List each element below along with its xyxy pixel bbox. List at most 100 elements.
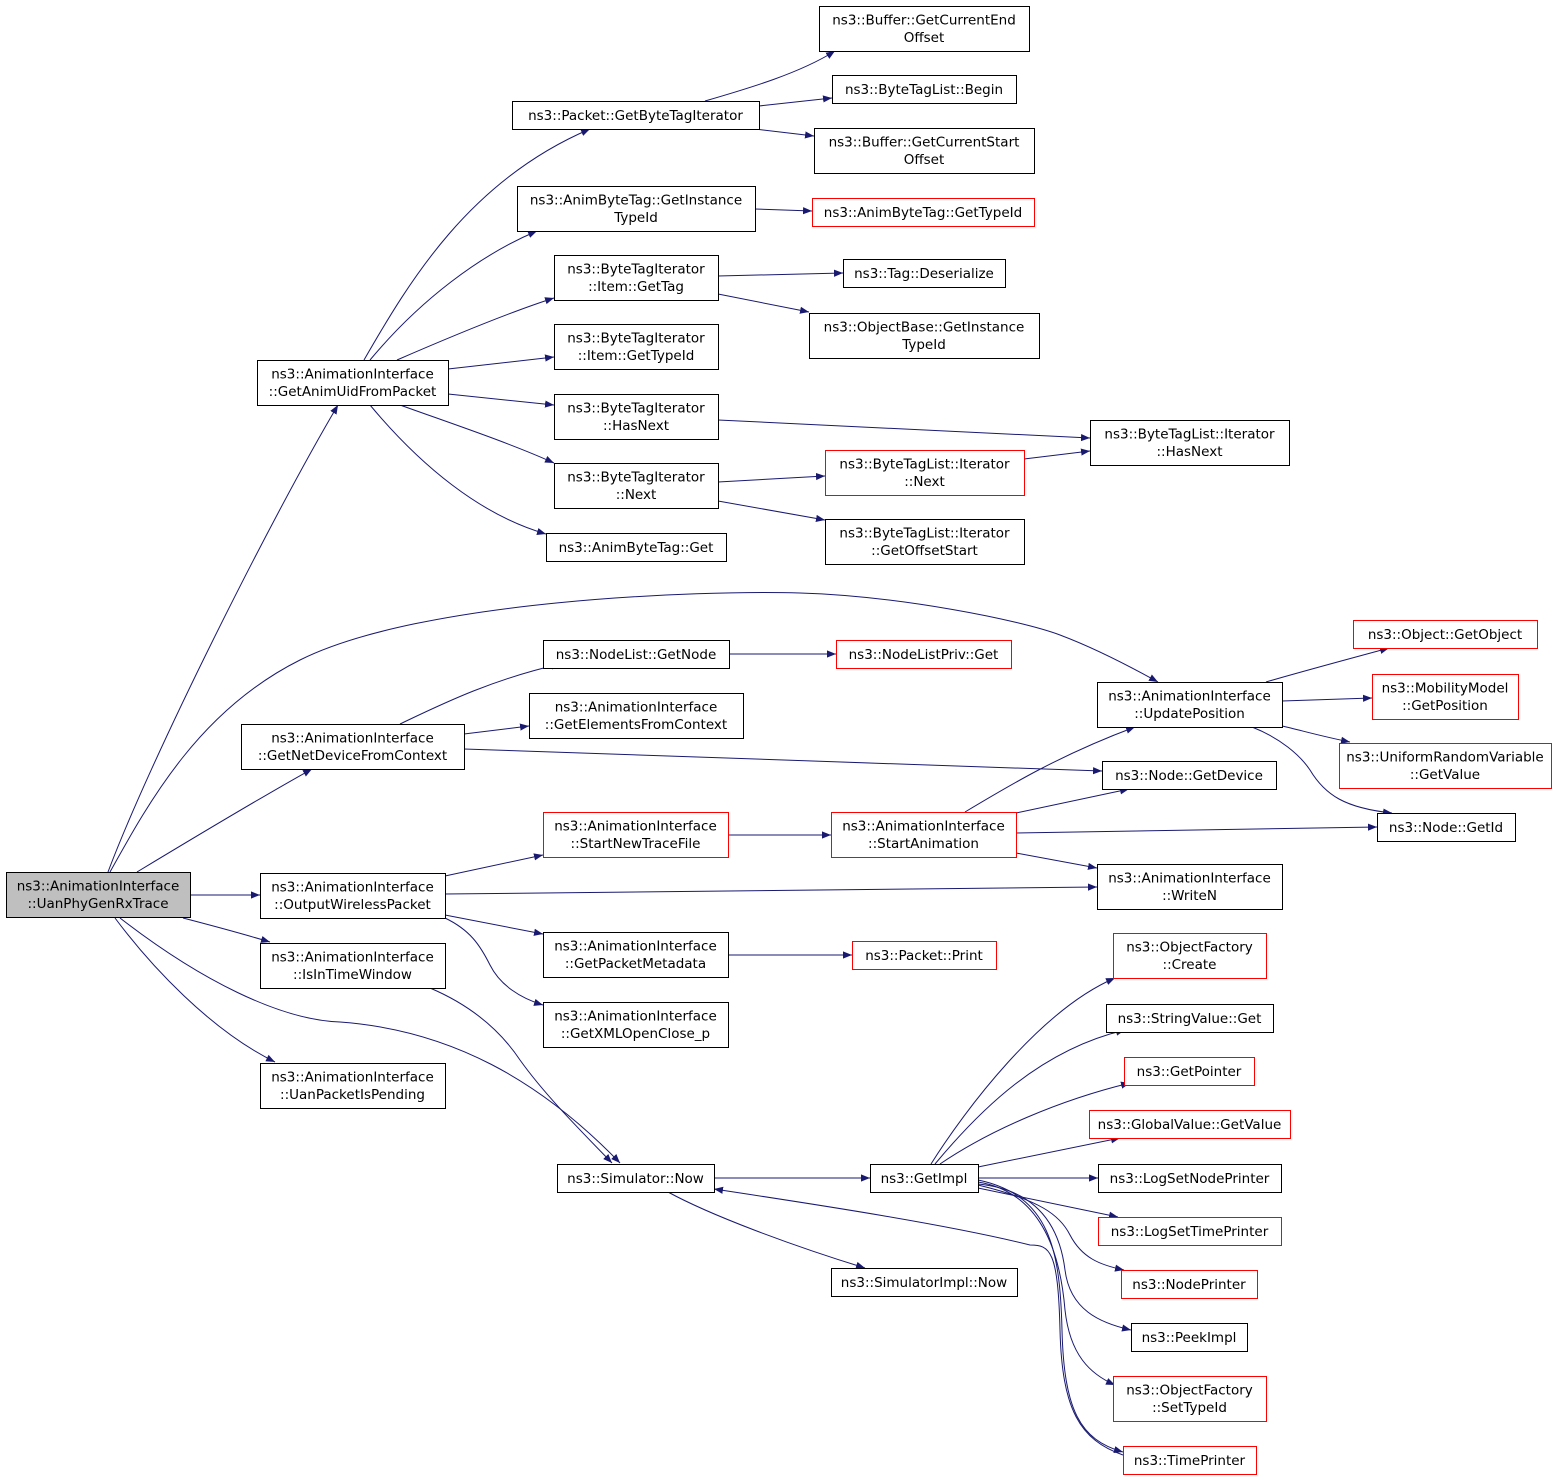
- node-gvGetValue[interactable]: ns3::GlobalValue::GetValue: [1089, 1110, 1291, 1139]
- node-root[interactable]: ns3::AnimationInterface::UanPhyGenRxTrac…: [6, 872, 191, 918]
- node-mmGetPos[interactable]: ns3::MobilityModel::GetPosition: [1372, 674, 1519, 720]
- node-svGet[interactable]: ns3::StringValue::Get: [1106, 1004, 1274, 1033]
- edge-getAnimUid-to-btiHasNext: [447, 393, 555, 408]
- edge-isInTime-to-simNow: [429, 987, 613, 1164]
- node-label-line: ::Item::GetTypeId: [578, 348, 695, 364]
- node-logNodePrinter[interactable]: ns3::LogSetNodePrinter: [1098, 1164, 1282, 1193]
- node-box: [1113, 1376, 1267, 1422]
- node-btliNext[interactable]: ns3::ByteTagList::Iterator::Next: [825, 450, 1025, 496]
- node-box: [831, 1268, 1018, 1297]
- edge-line: [444, 853, 544, 877]
- node-updatePos[interactable]: ns3::AnimationInterface::UpdatePosition: [1097, 682, 1283, 728]
- node-btiGetTypeId[interactable]: ns3::ByteTagIterator::Item::GetTypeId: [554, 324, 719, 370]
- node-btliOffset[interactable]: ns3::ByteTagList::Iterator::GetOffsetSta…: [825, 519, 1025, 565]
- node-btlBegin[interactable]: ns3::ByteTagList::Begin: [832, 75, 1017, 104]
- node-btiGetTag[interactable]: ns3::ByteTagIterator::Item::GetTag: [554, 255, 719, 301]
- node-nlpGet[interactable]: ns3::NodeListPriv::Get: [836, 640, 1012, 669]
- node-btiNext[interactable]: ns3::ByteTagIterator::Next: [554, 463, 719, 509]
- node-isInTime[interactable]: ns3::AnimationInterface::IsInTimeWindow: [260, 943, 446, 989]
- edge-btliNext-to-btliHasNext: [1023, 448, 1091, 460]
- edge-line: [463, 723, 530, 735]
- edge-line: [1281, 694, 1373, 702]
- node-ofSetTypeId[interactable]: ns3::ObjectFactory::SetTypeId: [1113, 1376, 1267, 1422]
- node-label-line: ns3::AnimationInterface: [271, 731, 434, 747]
- node-getPktMeta[interactable]: ns3::AnimationInterface::GetPacketMetada…: [543, 932, 729, 978]
- node-label-line: ns3::Object::GetObject: [1368, 627, 1522, 643]
- node-pktGetBTI[interactable]: ns3::Packet::GetByteTagIterator: [512, 101, 760, 130]
- edge-line: [934, 1028, 1126, 1165]
- node-getXml[interactable]: ns3::AnimationInterface::GetXMLOpenClose…: [543, 1002, 729, 1048]
- node-box: [1102, 761, 1277, 790]
- edge-btiNext-to-btliNext: [717, 472, 826, 483]
- node-box: [1098, 1164, 1282, 1193]
- node-nodeGetId[interactable]: ns3::Node::GetId: [1377, 813, 1516, 842]
- node-label-line: ns3::AnimationInterface: [554, 819, 717, 835]
- edge-updatePos-to-mmGetPos: [1281, 694, 1373, 702]
- node-label-line: ::GetValue: [1410, 767, 1480, 783]
- node-btliHasNext[interactable]: ns3::ByteTagList::Iterator::HasNext: [1090, 420, 1290, 466]
- node-label-line: ns3::GetPointer: [1137, 1064, 1242, 1080]
- node-label-line: ns3::NodePrinter: [1132, 1277, 1246, 1293]
- node-box: [836, 640, 1012, 669]
- node-logTimePrinter[interactable]: ns3::LogSetTimePrinter: [1098, 1217, 1282, 1246]
- node-box: [554, 324, 719, 370]
- node-label-line: ns3::AnimationInterface: [17, 879, 180, 895]
- node-startAnim[interactable]: ns3::AnimationInterface::StartAnimation: [831, 812, 1017, 858]
- node-nodePrinter[interactable]: ns3::NodePrinter: [1121, 1270, 1258, 1299]
- node-outWireless[interactable]: ns3::AnimationInterface::OutputWirelessP…: [260, 873, 446, 919]
- node-objGetObj[interactable]: ns3::Object::GetObject: [1353, 620, 1538, 649]
- edge-pktGetBTI-to-bufEnd: [704, 50, 836, 102]
- edge-getAnimUid-to-btiNext: [399, 404, 555, 464]
- node-simImplNow[interactable]: ns3::SimulatorImpl::Now: [831, 1268, 1018, 1297]
- node-label-line: ns3::ByteTagIterator: [567, 262, 705, 278]
- node-label-line: ns3::AnimationInterface: [1108, 871, 1271, 887]
- node-getNetDev[interactable]: ns3::AnimationInterface::GetNetDeviceFro…: [241, 724, 465, 770]
- edge-simNow-to-simImplNow: [667, 1191, 866, 1269]
- node-box: [1131, 1323, 1248, 1352]
- node-label-line: TypeId: [613, 210, 658, 226]
- edge-line: [463, 748, 1103, 775]
- node-label-line: ns3::ObjectBase::GetInstance: [824, 320, 1025, 336]
- node-timePrinter[interactable]: ns3::TimePrinter: [1123, 1446, 1257, 1475]
- edge-line: [1023, 448, 1091, 460]
- node-box: [1353, 620, 1538, 649]
- node-urvGetValue[interactable]: ns3::UniformRandomVariable::GetValue: [1339, 743, 1552, 789]
- node-getImpl[interactable]: ns3::GetImpl: [870, 1164, 979, 1193]
- node-startNewTrace[interactable]: ns3::AnimationInterface::StartNewTraceFi…: [543, 812, 729, 858]
- node-tagDeser[interactable]: ns3::Tag::Deserialize: [843, 259, 1006, 288]
- edge-getImpl-to-ofSetTypeId: [977, 1181, 1116, 1386]
- node-abtGetType[interactable]: ns3::AnimByteTag::GetTypeId: [812, 198, 1035, 227]
- node-box: [543, 932, 729, 978]
- node-box: [825, 519, 1025, 565]
- node-box: [809, 313, 1040, 359]
- node-getAnimUid[interactable]: ns3::AnimationInterface::GetAnimUidFromP…: [257, 360, 449, 406]
- node-pktPrint[interactable]: ns3::Packet::Print: [852, 941, 997, 970]
- node-getElements[interactable]: ns3::AnimationInterface::GetElementsFrom…: [529, 693, 744, 739]
- node-uanPending[interactable]: ns3::AnimationInterface::UanPacketIsPend…: [260, 1063, 446, 1109]
- node-abtGet[interactable]: ns3::AnimByteTag::Get: [546, 533, 727, 562]
- node-label-line: ns3::ByteTagList::Iterator: [839, 526, 1010, 542]
- node-getPointer[interactable]: ns3::GetPointer: [1124, 1057, 1255, 1086]
- node-box: [812, 198, 1035, 227]
- node-ofCreate[interactable]: ns3::ObjectFactory::Create: [1113, 933, 1267, 979]
- node-label-line: ns3::SimulatorImpl::Now: [841, 1275, 1007, 1291]
- edge-updatePos-to-objGetObj: [1265, 646, 1390, 683]
- edge-outWireless-to-getPktMeta: [444, 914, 544, 936]
- node-label-line: ns3::Node::GetDevice: [1115, 768, 1263, 784]
- node-nlGetNode[interactable]: ns3::NodeList::GetNode: [543, 640, 730, 669]
- edge-startAnim-to-writeN: [1015, 852, 1098, 870]
- node-box: [1123, 1446, 1257, 1475]
- node-label-line: ::SetTypeId: [1152, 1400, 1227, 1416]
- node-btiHasNext[interactable]: ns3::ByteTagIterator::HasNext: [554, 394, 719, 440]
- node-label-line: ns3::ByteTagIterator: [567, 470, 705, 486]
- node-simNow[interactable]: ns3::Simulator::Now: [557, 1164, 715, 1193]
- node-writeN[interactable]: ns3::AnimationInterface::WriteN: [1097, 864, 1283, 910]
- node-nodeGetDevice[interactable]: ns3::Node::GetDevice: [1102, 761, 1277, 790]
- node-peekImpl[interactable]: ns3::PeekImpl: [1131, 1323, 1248, 1352]
- edge-btiGetTag-to-obGetInst: [717, 293, 810, 314]
